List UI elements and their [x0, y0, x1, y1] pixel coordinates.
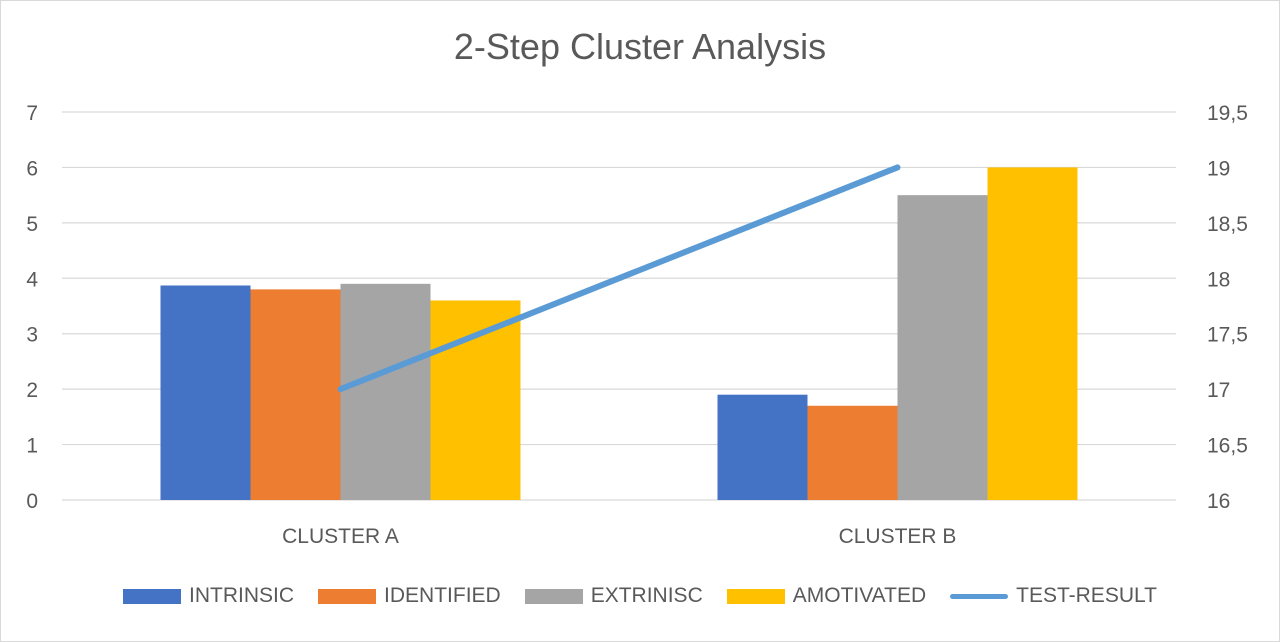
left-tick-label: 4	[26, 268, 38, 291]
legend-item-extrinisc: EXTRINISC	[524, 584, 703, 608]
bar-identified-1	[250, 289, 341, 500]
legend-swatch	[726, 588, 785, 604]
legend-label: IDENTIFIED	[384, 584, 501, 607]
line-test-result	[337, 164, 901, 393]
left-tick-label: 3	[26, 324, 38, 347]
legend-label: INTRINSIC	[189, 584, 295, 607]
right-tick-label: 16	[1207, 490, 1230, 513]
bar-extrinisc-2	[897, 195, 988, 500]
legend-swatch	[950, 593, 1009, 599]
right-tick-label: 16,5	[1207, 435, 1248, 458]
right-tick-label: 19,5	[1207, 102, 1248, 125]
legend-item-test-result: TEST-RESULT	[950, 584, 1157, 608]
bars	[160, 167, 1078, 500]
right-tick-label: 17,5	[1207, 324, 1248, 347]
right-axis-ticks: 16 16,5 17 17,5 18 18,5 19 19,5	[1207, 102, 1248, 513]
left-tick-label: 0	[26, 490, 38, 513]
legend: INTRINSIC IDENTIFIED EXTRINISC AMOTIVATED TE…	[0, 580, 1280, 612]
left-tick-label: 7	[26, 102, 38, 125]
legend-swatch	[524, 588, 583, 604]
legend-item-identified: IDENTIFIED	[318, 584, 501, 608]
left-tick-label: 6	[26, 157, 38, 180]
left-tick-label: 5	[26, 213, 38, 236]
legend-item-amotivated: AMOTIVATED	[726, 584, 927, 608]
line-series	[337, 164, 901, 393]
bar-intrinsic-1	[160, 285, 251, 500]
bar-intrinsic-2	[717, 394, 808, 500]
legend-label: AMOTIVATED	[792, 584, 927, 607]
legend-swatch	[123, 588, 182, 604]
right-tick-label: 17	[1207, 379, 1230, 402]
category-label: CLUSTER A	[282, 525, 399, 548]
bar-amotivated-1	[430, 300, 521, 500]
category-labels: CLUSTER A CLUSTER B	[282, 525, 956, 548]
legend-label: TEST-RESULT	[1016, 584, 1157, 607]
left-tick-label: 2	[26, 379, 38, 402]
left-axis-ticks: 0 1 2 3 4 5 6 7	[26, 102, 38, 513]
legend-item-intrinsic: INTRINSIC	[123, 584, 294, 608]
legend-label: EXTRINISC	[590, 584, 703, 607]
right-tick-label: 18	[1207, 268, 1230, 291]
category-label: CLUSTER B	[839, 525, 957, 548]
left-tick-label: 1	[26, 435, 38, 458]
bar-identified-2	[807, 405, 898, 500]
legend-swatch	[318, 588, 377, 604]
right-tick-label: 19	[1207, 157, 1230, 180]
bar-amotivated-2	[987, 167, 1078, 500]
right-tick-label: 18,5	[1207, 213, 1248, 236]
chart-title: 2-Step Cluster Analysis	[453, 26, 827, 67]
bar-extrinisc-1	[340, 283, 431, 500]
